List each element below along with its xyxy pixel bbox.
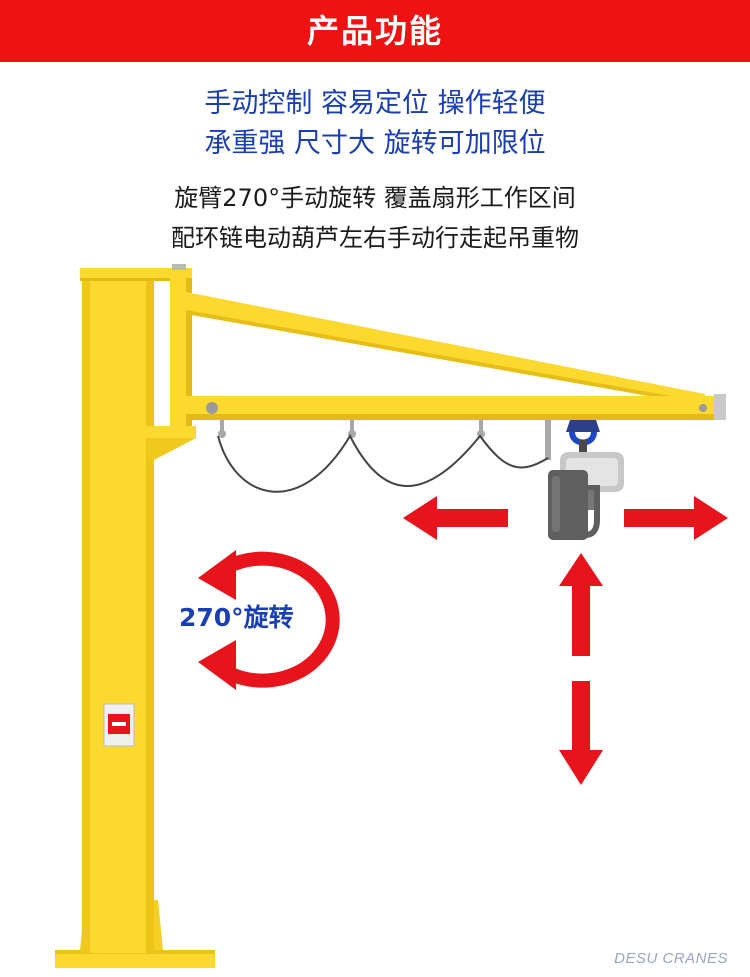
chain-hoist xyxy=(548,420,624,540)
description-line-2: 配环链电动葫芦左右手动行走起吊重物 xyxy=(171,224,579,252)
arrow-right-icon xyxy=(694,496,728,540)
boom-bolt-left xyxy=(206,402,218,414)
feature-line-1: 手动控制 容易定位 操作轻便 xyxy=(204,88,546,119)
boom-end-stop xyxy=(714,394,726,420)
festoon-cable xyxy=(217,433,549,493)
feature-line-2: 承重强 尺寸大 旋转可加限位 xyxy=(204,128,546,159)
control-switch-box xyxy=(103,703,135,747)
rotation-label: 270°旋转 xyxy=(179,603,294,632)
horizontal-travel-arrows xyxy=(403,496,728,540)
boom-bolt-right xyxy=(699,404,707,412)
feature-text: 手动控制 容易定位 操作轻便 承重强 尺寸大 旋转可加限位 xyxy=(0,84,750,164)
column-bracket xyxy=(118,426,196,438)
header-banner xyxy=(0,0,750,62)
support-tie-rod xyxy=(186,292,705,406)
festoon-hangers xyxy=(218,420,551,460)
arrow-left-icon xyxy=(403,496,437,540)
brand-watermark: DESU CRANES xyxy=(614,950,728,967)
crane-base-plate xyxy=(55,950,215,968)
description-line-1: 旋臂270°手动旋转 覆盖扇形工作区间 xyxy=(174,184,576,212)
arrow-up-icon xyxy=(559,553,603,586)
page-title: 产品功能 xyxy=(306,12,443,50)
description-text: 旋臂270°手动旋转 覆盖扇形工作区间 配环链电动葫芦左右手动行走起吊重物 xyxy=(0,178,750,258)
slewing-cap xyxy=(172,264,186,270)
rotation-arrow-icon xyxy=(198,550,340,690)
crane-column xyxy=(80,264,196,953)
vertical-lift-arrows xyxy=(559,553,603,785)
arrow-down-icon xyxy=(559,750,603,785)
